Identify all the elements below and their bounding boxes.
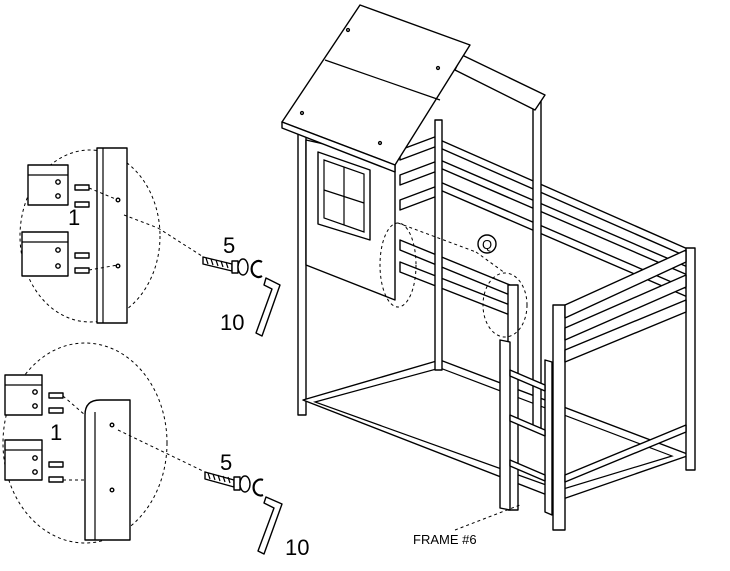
callout-letter: Q xyxy=(482,237,492,252)
key-qty-bottom: 10 xyxy=(285,535,309,560)
dowel-label-bottom: 1 xyxy=(50,420,62,445)
dowel-label-top: 1 xyxy=(68,205,80,230)
detail-circle-bottom xyxy=(2,342,206,544)
cam-nut-icon xyxy=(252,478,264,497)
key-qty-top: 10 xyxy=(220,310,244,335)
allen-key-icon xyxy=(257,496,283,555)
detail-circle-top xyxy=(19,147,206,324)
bolt-icon xyxy=(204,471,251,493)
bolt-qty-bottom: 5 xyxy=(220,450,232,475)
frame-label: FRAME #6 xyxy=(413,532,477,547)
bunk-bed-drawing xyxy=(281,4,696,531)
cam-nut-icon xyxy=(250,259,263,279)
allen-key-icon xyxy=(255,277,281,337)
bolt-icon xyxy=(202,256,249,276)
bolt-qty-top: 5 xyxy=(223,233,235,258)
